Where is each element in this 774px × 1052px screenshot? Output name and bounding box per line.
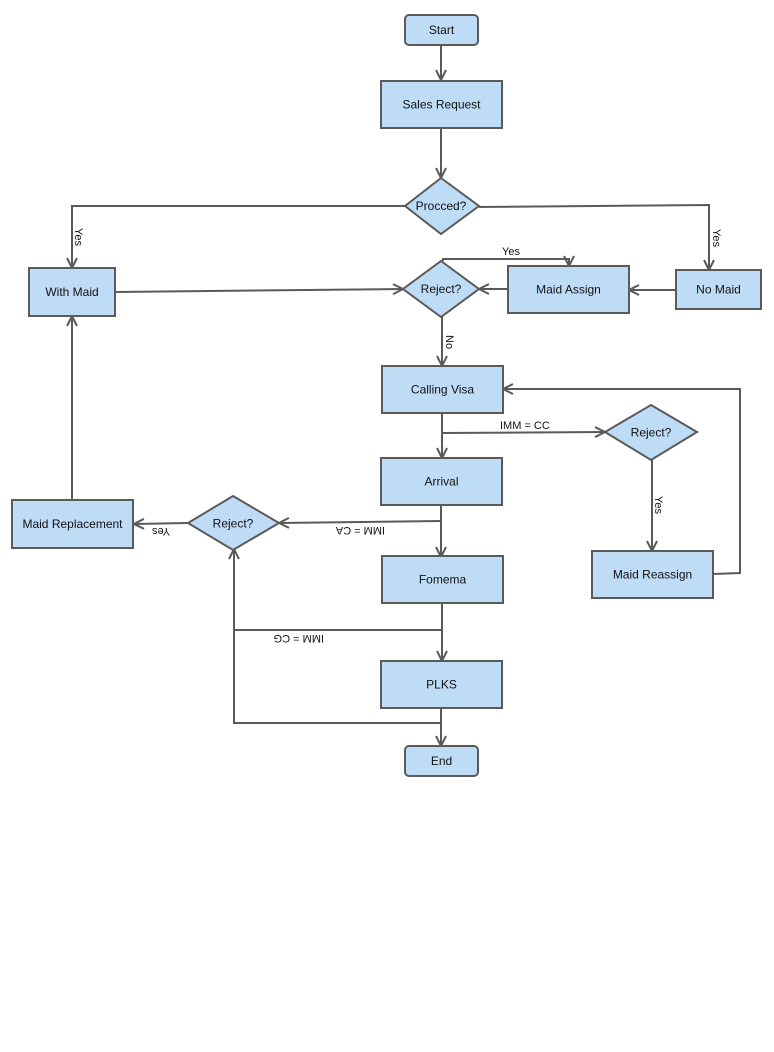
node-maid-assign: Maid Assign <box>507 265 630 314</box>
decision-reject-reassign: Reject? <box>603 403 699 462</box>
edge-imm-cc-to-reject <box>441 432 605 433</box>
edge-label-imm-cg: IMM = CG <box>274 632 324 644</box>
edge-label-yes-replacement: Yes <box>152 525 170 537</box>
decision-reject-assign: Reject? <box>401 259 481 319</box>
node-calling-visa-label: Calling Visa <box>411 383 474 397</box>
node-maid-replacement-label: Maid Replacement <box>22 517 123 531</box>
node-calling-visa: Calling Visa <box>381 365 504 414</box>
node-end-label: End <box>431 754 452 768</box>
edge-reject-to-maid-replacement <box>134 523 189 524</box>
node-no-maid: No Maid <box>675 269 762 310</box>
edge-label-yes-reassign: Yes <box>652 496 664 514</box>
edge-with-maid-to-reject <box>114 289 403 292</box>
decision-procced: Procced? <box>403 176 481 236</box>
node-maid-reassign: Maid Reassign <box>591 550 714 599</box>
decision-reject-assign-label: Reject? <box>421 282 462 296</box>
edge-label-imm-ca: IMM = CA <box>335 524 385 536</box>
node-start-label: Start <box>429 23 455 37</box>
node-with-maid: With Maid <box>28 267 116 317</box>
edge-procced-to-no-maid <box>478 203 709 270</box>
edge-plks-loop-to-reject <box>234 549 441 724</box>
node-start: Start <box>404 14 479 46</box>
node-fomema: Fomema <box>381 555 504 604</box>
node-maid-reassign-label: Maid Reassign <box>613 568 692 582</box>
edge-reject-to-maid-assign <box>442 259 569 266</box>
node-sales-request: Sales Request <box>380 80 503 129</box>
node-no-maid-label: No Maid <box>696 283 741 297</box>
edge-imm-ca-to-reject <box>279 521 442 523</box>
node-fomema-label: Fomema <box>419 573 467 587</box>
edge-label-no-visa: No <box>443 335 455 349</box>
node-plks-label: PLKS <box>426 678 457 692</box>
edge-label-imm-cc: IMM = CC <box>500 420 550 432</box>
edge-procced-to-with-maid <box>72 205 405 268</box>
node-plks: PLKS <box>380 660 503 709</box>
decision-reject-replacement: Reject? <box>186 494 281 552</box>
node-arrival: Arrival <box>380 457 503 506</box>
node-sales-request-label: Sales Request <box>402 98 481 112</box>
edge-maid-reassign-to-calling-visa <box>503 389 741 575</box>
node-with-maid-label: With Maid <box>45 285 98 299</box>
decision-procced-label: Procced? <box>416 199 467 213</box>
node-end: End <box>404 745 479 777</box>
edge-label-yes-assign: Yes <box>502 246 520 258</box>
decision-reject-replacement-label: Reject? <box>213 517 254 531</box>
node-maid-replacement: Maid Replacement <box>11 499 134 549</box>
edge-label-yes-right: Yes <box>710 229 722 247</box>
node-maid-assign-label: Maid Assign <box>536 283 601 297</box>
node-arrival-label: Arrival <box>424 475 458 489</box>
decision-reject-reassign-label: Reject? <box>631 426 672 440</box>
edge-label-yes-left: Yes <box>72 228 84 246</box>
